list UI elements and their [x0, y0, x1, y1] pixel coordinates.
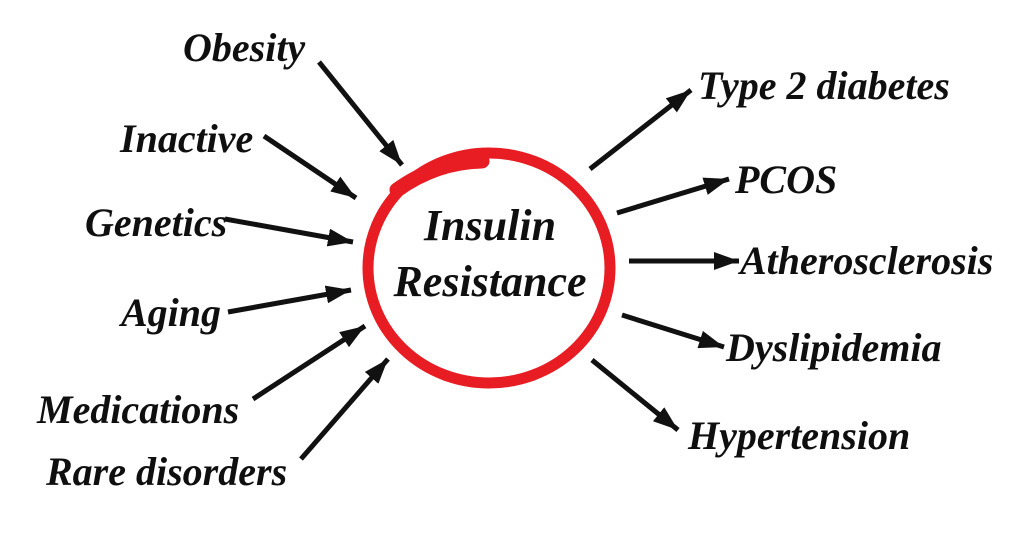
cause-label-obesity: Obesity	[183, 25, 306, 70]
cause-label-genetics: Genetics	[85, 200, 228, 245]
arrow-inactive	[262, 133, 358, 201]
effect-label-hypertension: Hypertension	[688, 413, 911, 458]
cause-label-rare-disorders: Rare disorders	[46, 449, 288, 494]
arrow-pcos	[616, 176, 730, 216]
arrow-aging	[227, 285, 352, 315]
arrow-rare-disorders	[299, 357, 390, 461]
arrow-type-2-diabetes	[588, 88, 693, 171]
insulin-resistance-circle	[362, 147, 616, 389]
cause-label-aging: Aging	[121, 290, 222, 335]
arrow-genetics	[224, 216, 354, 247]
effect-label-atherosclerosis: Atherosclerosis	[740, 238, 994, 283]
effect-label-pcos: PCOS	[735, 157, 838, 202]
arrow-medications	[251, 323, 367, 402]
effect-label-dyslipidemia: Dyslipidemia	[726, 325, 942, 370]
circle-brush-tail	[389, 153, 490, 198]
center-title-line2: Resistance	[393, 257, 587, 306]
arrow-obesity	[317, 60, 404, 167]
arrow-dyslipidemia	[621, 312, 725, 350]
arrow-hypertension	[590, 358, 680, 432]
cause-label-inactive: Inactive	[120, 116, 254, 161]
cause-label-medications: Medications	[37, 387, 240, 432]
effect-label-type-2-diabetes: Type 2 diabetes	[698, 63, 950, 108]
center-title: Insulin Resistance	[373, 198, 607, 310]
center-title-line1: Insulin	[423, 201, 557, 250]
